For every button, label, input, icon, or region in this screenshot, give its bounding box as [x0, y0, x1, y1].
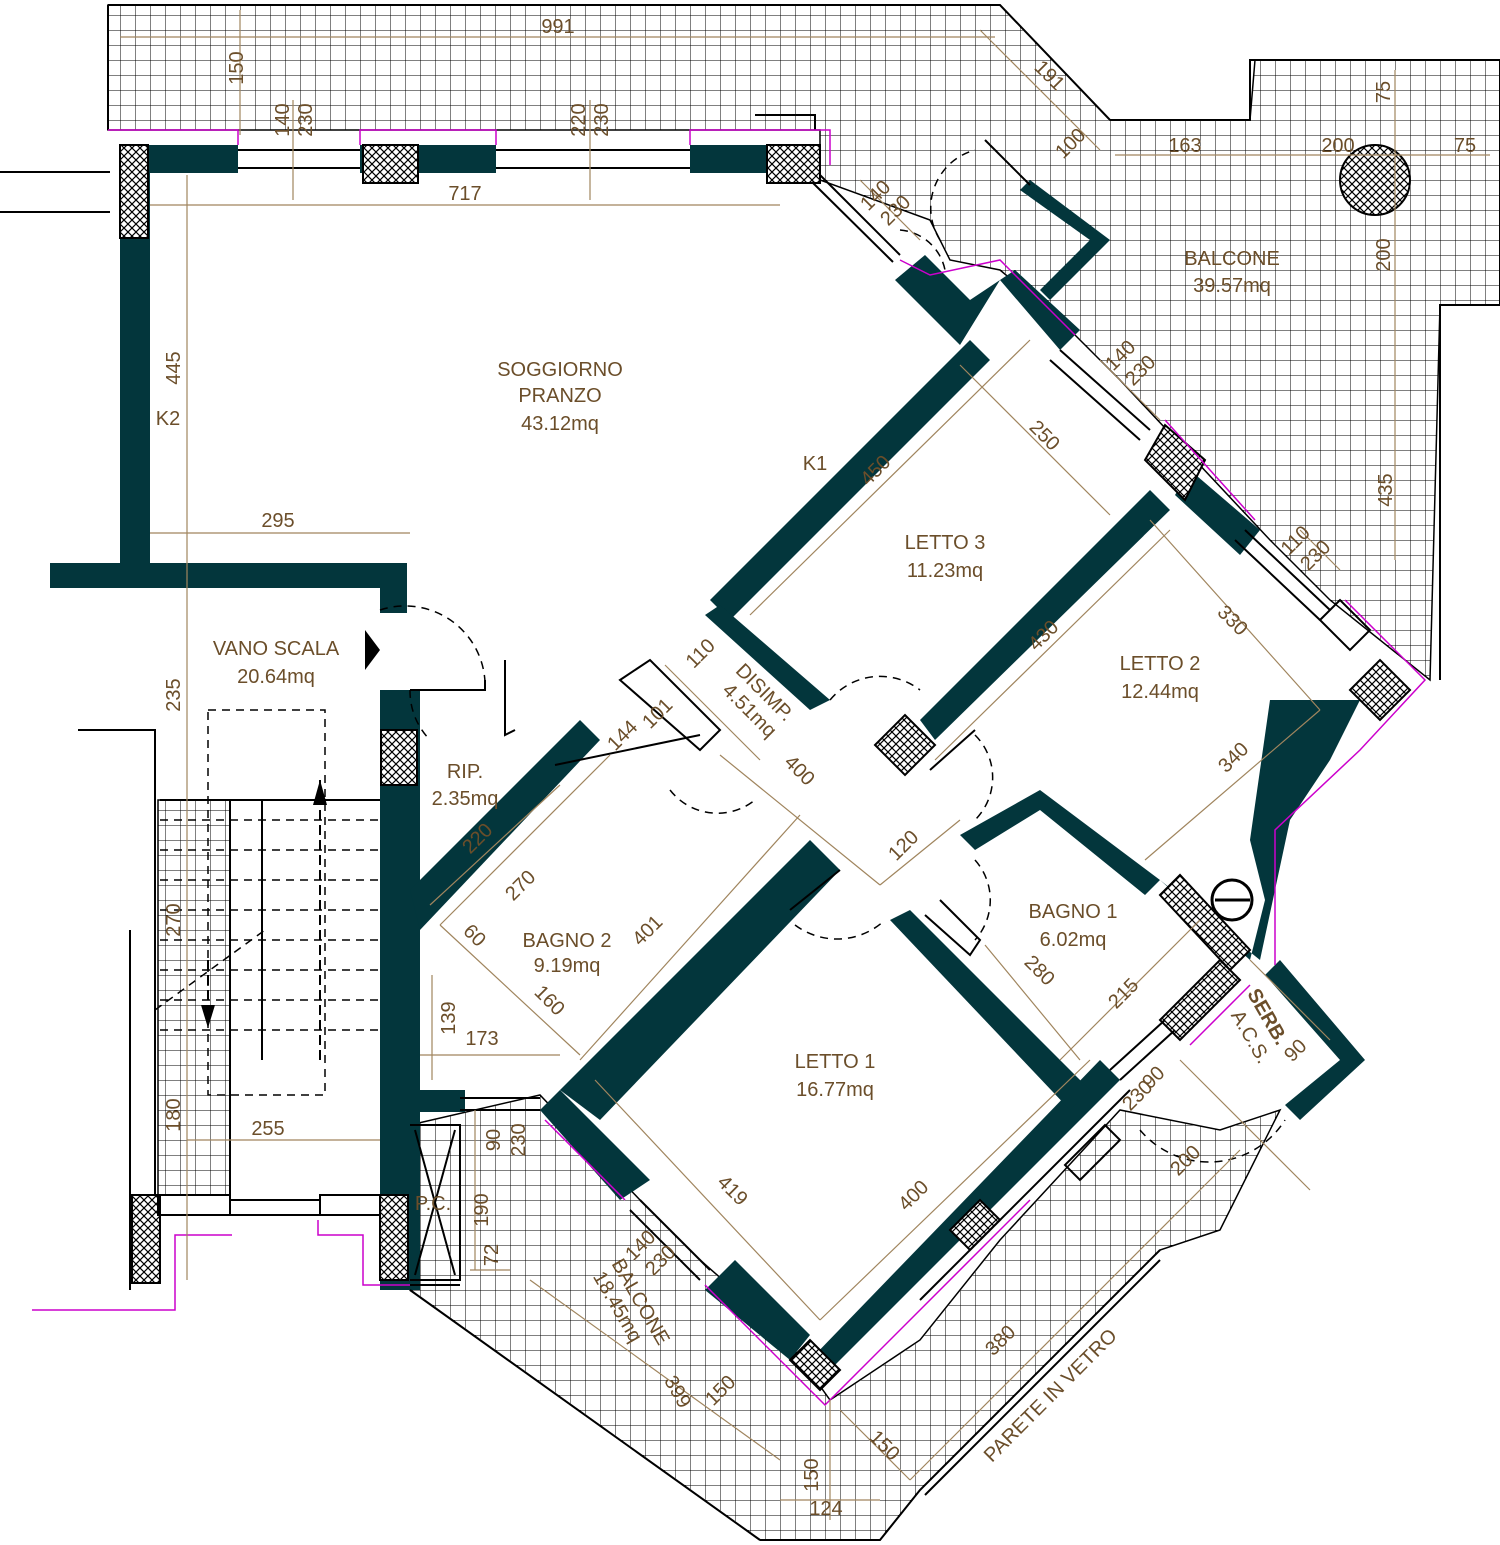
- stair-landing-tiles: [157, 799, 231, 1196]
- dim-419: 419: [713, 1171, 752, 1210]
- dim-230a: 230: [295, 103, 317, 136]
- vano-scala-name: VANO SCALA: [213, 638, 340, 660]
- dim-401: 401: [628, 911, 667, 950]
- balcone-ne-name: BALCONE: [1184, 248, 1280, 270]
- dim-163: 163: [1168, 135, 1201, 157]
- soggiorno-name2: PRANZO: [518, 385, 601, 407]
- dim-200a: 200: [1321, 135, 1354, 157]
- dim-72: 72: [481, 1244, 503, 1266]
- k2-label: K2: [156, 408, 180, 430]
- dim-140a: 140: [272, 103, 294, 136]
- dim-330: 330: [1213, 601, 1252, 640]
- bagno2-area: 9.19mq: [534, 955, 601, 977]
- outlines: [0, 4, 1500, 1541]
- rip-name: RIP.: [447, 761, 483, 783]
- dim-139: 139: [438, 1001, 460, 1034]
- rip-area: 2.35mq: [432, 788, 499, 810]
- dim-124: 124: [809, 1498, 842, 1520]
- balcone-south-tiles: [409, 1094, 1282, 1541]
- dim-230b: 230: [591, 103, 613, 136]
- vano-scala-area: 20.64mq: [237, 666, 315, 688]
- dim-255: 255: [251, 1118, 284, 1140]
- letto1-name: LETTO 1: [795, 1051, 876, 1073]
- bagno1-area: 6.02mq: [1040, 929, 1107, 951]
- dim-75a: 75: [1373, 81, 1395, 103]
- structural-columns: [119, 144, 1412, 1392]
- dim-75b: 75: [1454, 135, 1476, 157]
- doors: [379, 139, 1286, 1163]
- balcone-ne-area: 39.57mq: [1193, 275, 1271, 297]
- dim-220: 220: [568, 103, 590, 136]
- soggiorno-name1: SOGGIORNO: [497, 359, 623, 381]
- dim-280: 280: [1020, 951, 1059, 990]
- bagno1-name: BAGNO 1: [1029, 901, 1118, 923]
- dim-144: 144: [603, 716, 642, 755]
- letto1-area: 16.77mq: [796, 1079, 874, 1101]
- letto3-area: 11.23mq: [907, 560, 983, 582]
- dim-90b: 90: [483, 1129, 505, 1151]
- k1-label: K1: [803, 453, 827, 475]
- dim-215: 215: [1104, 974, 1143, 1013]
- dim-295: 295: [261, 510, 294, 532]
- dimension-lines: [120, 10, 1490, 1520]
- dim-270a: 270: [501, 866, 540, 905]
- dim-150a: 150: [226, 51, 248, 84]
- dim-150d: 150: [801, 1458, 823, 1491]
- dim-250: 250: [1025, 416, 1064, 455]
- letto3-name: LETTO 3: [905, 532, 986, 554]
- dim-120: 120: [884, 826, 923, 865]
- dim-235: 235: [163, 678, 185, 711]
- bagno2-name: BAGNO 2: [523, 930, 612, 952]
- dim-717: 717: [448, 183, 481, 205]
- soggiorno-area: 43.12mq: [521, 413, 599, 435]
- dim-445: 445: [163, 351, 185, 384]
- dim-230g: 230: [508, 1123, 530, 1156]
- letto2-area: 12.44mq: [1121, 681, 1199, 703]
- dim-435: 435: [1375, 473, 1397, 506]
- dim-200b: 200: [1373, 238, 1395, 271]
- stairs: [154, 630, 380, 1096]
- letto2-name: LETTO 2: [1120, 653, 1201, 675]
- dim-400b: 400: [894, 1176, 933, 1215]
- dim-110b: 110: [682, 635, 720, 673]
- dim-270b: 270: [163, 903, 185, 936]
- exterior-outline: [32, 129, 1427, 1407]
- pc-label: P.C.: [415, 1193, 451, 1215]
- entry-arrow-icon: [365, 630, 380, 670]
- dim-400a: 400: [780, 751, 819, 790]
- dim-173: 173: [465, 1028, 498, 1050]
- dim-190: 190: [471, 1193, 493, 1226]
- dim-180: 180: [163, 1098, 185, 1131]
- dim-991: 991: [541, 16, 574, 38]
